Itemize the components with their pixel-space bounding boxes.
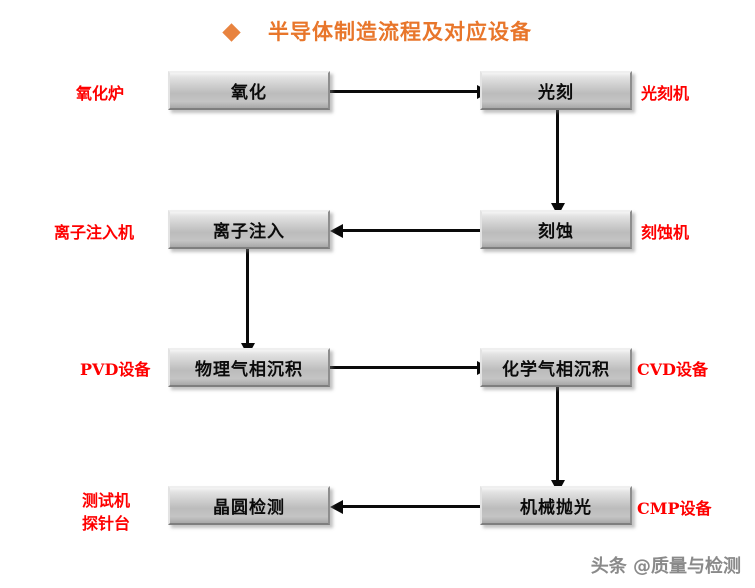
process-node-oxidation[interactable]: 氧化: [168, 71, 330, 110]
equipment-label-cvd: CVD设备: [637, 360, 709, 379]
equipment-label-pvd: PVD设备: [80, 360, 151, 379]
edge-oxidation-litho-line: [330, 90, 482, 93]
page-title: 半导体制造流程及对应设备: [222, 16, 532, 46]
process-node-inspect-label: 晶圆检测: [213, 498, 285, 518]
edge-cmp-inspect-line: [341, 505, 482, 508]
process-node-implant-label: 离子注入: [213, 222, 285, 242]
process-node-litho-label: 光刻: [538, 83, 574, 103]
page-title-text: 半导体制造流程及对应设备: [268, 19, 532, 44]
process-node-cmp-label: 机械抛光: [520, 498, 592, 518]
edge-etch-implant-line: [341, 229, 482, 232]
equipment-label-litho: 光刻机: [641, 84, 690, 103]
process-node-implant[interactable]: 离子注入: [168, 210, 330, 249]
diamond-bullet-icon: [222, 22, 241, 42]
process-node-pvd-label: 物理气相沉积: [195, 360, 303, 380]
equipment-label-inspect-line1: 测试机: [82, 491, 131, 510]
process-node-pvd[interactable]: 物理气相沉积: [168, 348, 330, 387]
edge-cmp-inspect-arrowhead: [330, 499, 343, 514]
edge-etch-implant-arrowhead: [330, 223, 343, 238]
process-node-cvd[interactable]: 化学气相沉积: [480, 348, 632, 387]
equipment-label-inspect-line2: 探针台: [82, 514, 131, 534]
equipment-label-oxidation: 氧化炉: [76, 84, 125, 103]
edge-implant-pvd-line: [246, 249, 249, 349]
equipment-label-cmp: CMP设备: [637, 499, 712, 518]
edge-cvd-cmp-line: [556, 386, 559, 486]
process-node-litho[interactable]: 光刻: [480, 71, 632, 110]
process-node-inspect[interactable]: 晶圆检测: [168, 486, 330, 525]
edge-pvd-cvd-line: [330, 366, 482, 369]
edge-litho-etch-line: [556, 110, 559, 209]
process-node-cvd-label: 化学气相沉积: [502, 360, 610, 380]
equipment-label-etch: 刻蚀机: [641, 223, 690, 242]
process-node-etch[interactable]: 刻蚀: [480, 210, 632, 249]
watermark: 头条 @质量与检测: [590, 556, 741, 577]
process-node-cmp[interactable]: 机械抛光: [480, 486, 632, 525]
equipment-label-inspect: 测试机 探针台: [82, 489, 130, 535]
process-node-oxidation-label: 氧化: [231, 83, 267, 103]
equipment-label-implant: 离子注入机: [54, 223, 135, 242]
process-node-etch-label: 刻蚀: [538, 222, 574, 242]
